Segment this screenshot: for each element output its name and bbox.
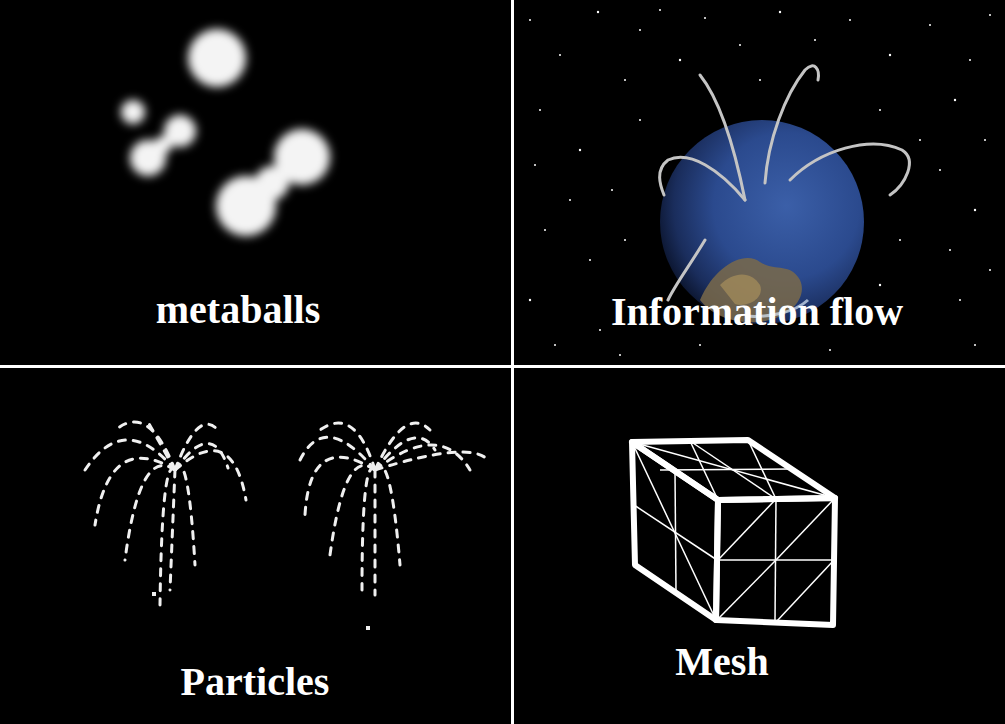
panel-ground (514, 368, 1005, 724)
panel: Information flow (514, 0, 1005, 365)
panel-caption: Particles (181, 659, 330, 705)
mesh-triangulation (632, 440, 835, 622)
panel-ground (0, 0, 511, 365)
particle-dots (152, 592, 370, 630)
panel-ground (514, 0, 1005, 365)
particle-fountain (300, 423, 488, 595)
mesh-box-outline (632, 440, 835, 625)
star-field (529, 9, 991, 356)
panel-caption: Information flow (611, 289, 903, 335)
particle-fountain (85, 422, 246, 605)
panel-ground (0, 368, 511, 724)
panel: Particles (0, 368, 511, 724)
panel: Mesh (514, 368, 1005, 724)
panel-caption: Mesh (675, 639, 768, 685)
flow-lines (660, 66, 910, 300)
metaballs-figure (121, 29, 330, 236)
panel: metaballs (0, 0, 511, 365)
panel-caption: metaballs (156, 287, 320, 333)
